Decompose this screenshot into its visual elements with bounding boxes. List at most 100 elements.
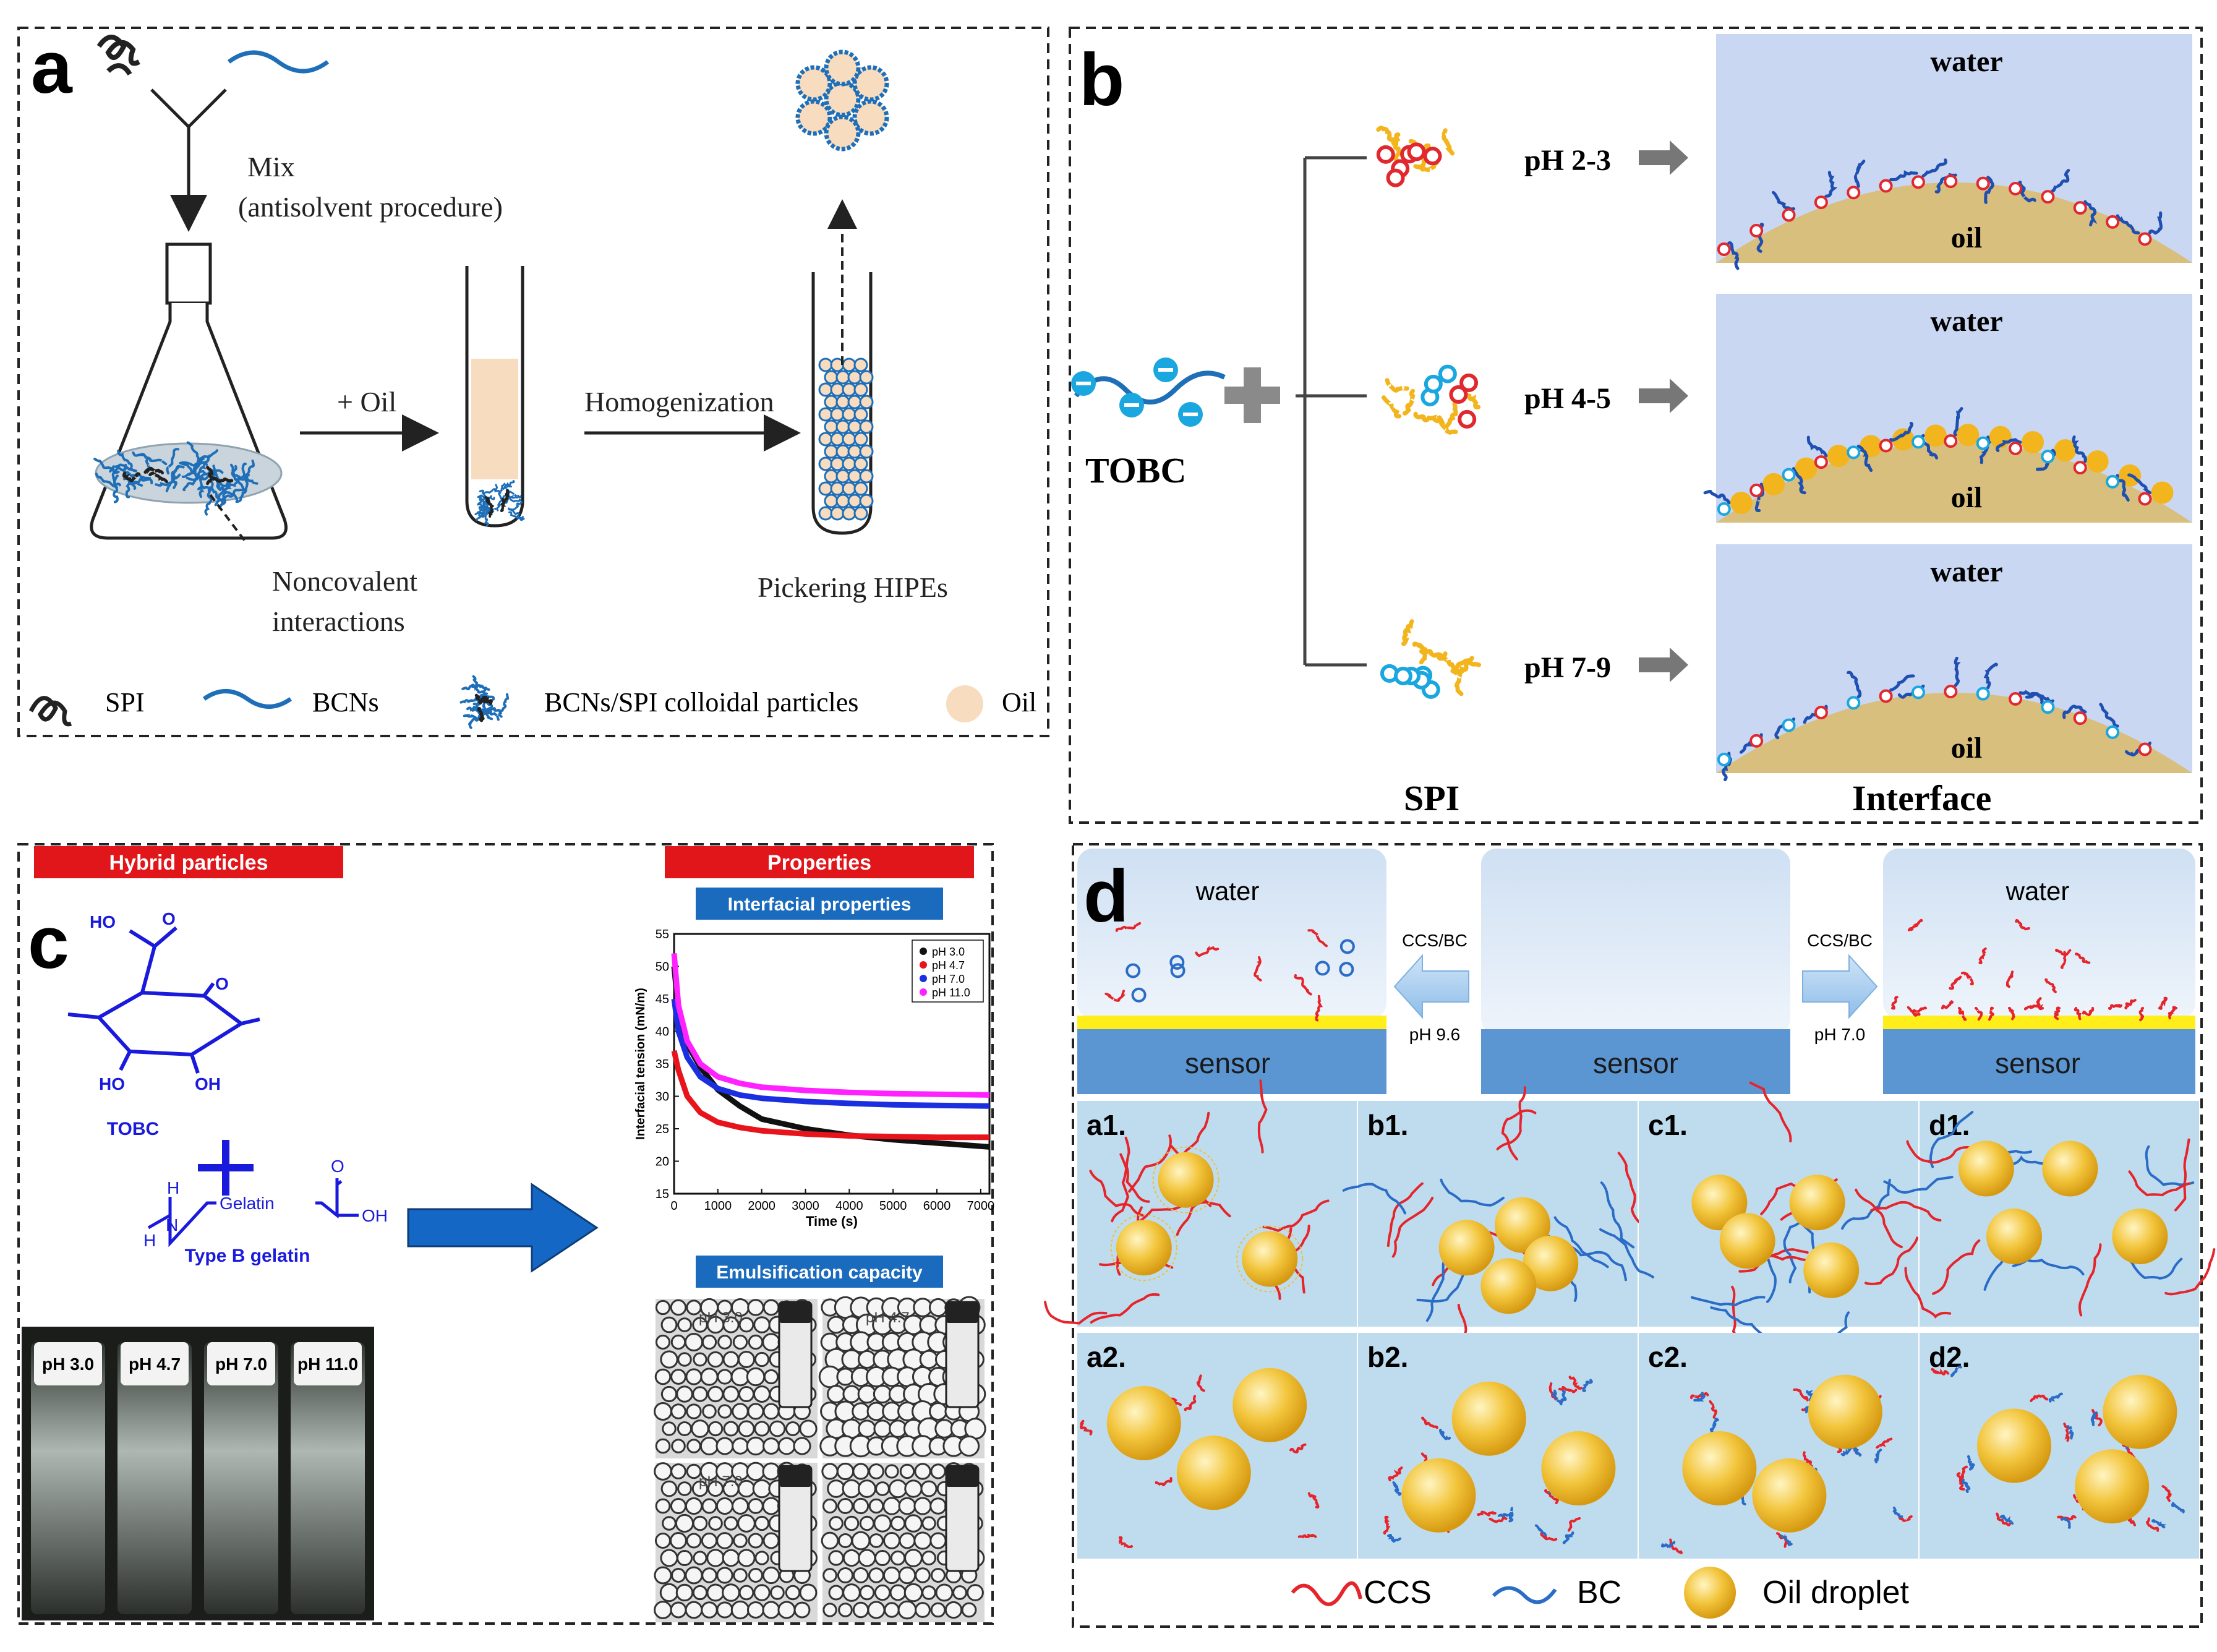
hipe-droplet (835, 419, 850, 434)
micro-droplet (754, 1551, 769, 1565)
micro-droplet (732, 1403, 749, 1420)
micro-droplet (793, 1437, 811, 1455)
surface-charge-icon (1749, 734, 1764, 748)
bc-clump (1559, 1390, 1567, 1406)
emulsification-header (696, 1256, 943, 1288)
bc-clump (1709, 1418, 1719, 1433)
ccs-clump (1155, 1477, 1173, 1487)
micro-droplet (670, 1403, 686, 1419)
micro-droplet (754, 1421, 770, 1437)
bc-fiber (1567, 1245, 1627, 1282)
hipe-droplet (842, 432, 856, 447)
spi-blob (2086, 450, 2109, 473)
tube-spi (484, 496, 493, 508)
legend-oil-droplet-label: Oil droplet (1762, 1575, 1910, 1611)
legend-entry: pH 3.0 (932, 946, 965, 958)
hipe-droplet (830, 432, 845, 447)
tobc-chain (2148, 211, 2163, 235)
adsorbed-strand (2108, 1004, 2122, 1011)
sensor-label-right: sensor (1995, 1047, 2080, 1079)
micro-droplet (935, 1583, 954, 1602)
bcn-fiber (235, 476, 249, 503)
bc-clump (1999, 1514, 2014, 1525)
ccs-strand (2075, 952, 2091, 964)
ccs-bc-label-right: CCS/BC (1807, 931, 1873, 950)
micro-droplet (928, 1298, 948, 1317)
micro-droplet (732, 1334, 748, 1350)
micro-droplet (722, 1316, 740, 1333)
y-tick-label: 25 (656, 1123, 669, 1136)
oil-droplet (2112, 1209, 2168, 1264)
hipe-droplet (853, 506, 868, 521)
bc-coil (1339, 939, 1355, 954)
x-tick-label: 7000 (967, 1199, 995, 1213)
surface-charge-icon (2073, 201, 2087, 215)
oil-droplet (2042, 1141, 2098, 1197)
vial-label: pH 11.0 (297, 1355, 358, 1374)
spi-chain (1445, 402, 1458, 429)
bc-clump (1439, 1429, 1451, 1440)
micro-droplet (691, 1480, 709, 1497)
micro-droplet (722, 1385, 740, 1403)
bc-clump (2151, 1519, 2167, 1529)
micro-droplet (686, 1403, 702, 1419)
vial-3: pH 11.0 (291, 1342, 365, 1614)
bcn-fiber (171, 465, 185, 489)
oil-droplet (1808, 1374, 1882, 1449)
micro-droplet (859, 1585, 875, 1601)
micro-droplet (858, 1549, 876, 1567)
oil-droplet (1541, 1431, 1616, 1505)
bc-clump (2067, 1425, 2074, 1440)
legend-colloid-fiber (468, 714, 483, 729)
hipe-droplet (859, 370, 874, 385)
ccs-clump (1540, 1531, 1558, 1541)
vial-label-tag (34, 1342, 102, 1385)
bcn-fiber (155, 473, 181, 487)
tobc-chain (1703, 489, 1731, 505)
micro-droplet (654, 1368, 672, 1385)
micro-droplet (919, 1350, 939, 1369)
micro-droplet (738, 1317, 754, 1333)
surface-charge-icon (1944, 434, 1958, 448)
micro-droplet (706, 1549, 725, 1567)
hipe-droplet (818, 456, 833, 471)
surface-charge-icon (2106, 725, 2120, 739)
micro-droplet (838, 1603, 853, 1617)
legend-marker (920, 961, 927, 969)
tobc-chain (1727, 241, 1740, 270)
surface-charge-icon (2106, 215, 2120, 229)
micro-droplet (685, 1601, 703, 1619)
surface-charge-icon (2073, 461, 2087, 475)
micro-droplet (654, 1601, 672, 1619)
positive-charge-icon (1449, 385, 1468, 404)
tobc-chain (2051, 169, 2070, 192)
ccs-clump (1544, 1489, 1560, 1505)
hipe-droplet (830, 506, 845, 521)
adsorbed-strand (1975, 1006, 1983, 1021)
positive-charge-icon (1407, 142, 1426, 161)
micro-droplet (691, 1419, 709, 1438)
vial-0: pH 3.0 (31, 1342, 105, 1614)
micro-droplet (722, 1351, 740, 1368)
positive-charge-icon (1459, 373, 1479, 392)
micro-droplet (677, 1481, 692, 1496)
legend-bcns-label: BCNs (312, 687, 379, 717)
micrograph-2: pH 7.0 (654, 1462, 818, 1622)
tube-fiber (510, 508, 525, 521)
ccs-fiber (1044, 1301, 1108, 1325)
micro-droplet (915, 1602, 931, 1618)
ph-label: pH 7-9 (1524, 651, 1611, 684)
bcn-fiber (126, 471, 153, 485)
bcn-wave-icon (227, 50, 330, 74)
spi-chain (1454, 669, 1464, 696)
right-arrow-icon (1639, 379, 1688, 413)
tobc-chain (1983, 662, 1998, 690)
micro-droplet (793, 1601, 811, 1619)
panel-d-legend: CCS BC Oil droplet (1291, 1567, 1910, 1619)
bcn-fiber (230, 463, 250, 481)
tube-fiber (504, 497, 521, 504)
surface-charge-icon (1814, 195, 1828, 210)
hipe-droplet (830, 382, 845, 397)
micro-droplet (670, 1334, 686, 1350)
